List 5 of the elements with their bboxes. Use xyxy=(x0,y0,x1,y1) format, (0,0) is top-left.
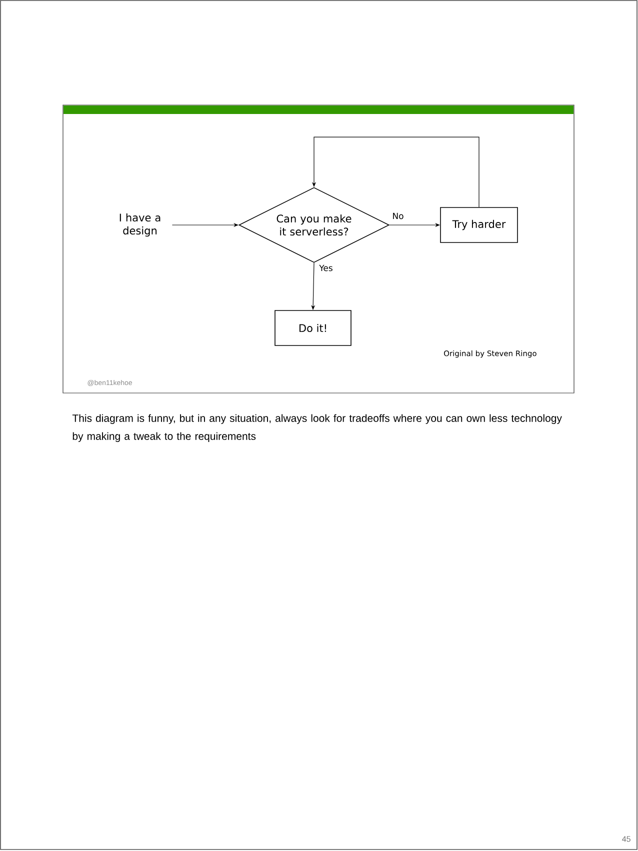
start-label: I have a design xyxy=(120,213,160,237)
process-box: Do it! xyxy=(274,310,352,346)
caption: This diagram is funny, but in any situation, always look for tradeoffs where you can own less technology by making a tweak to the requirements xyxy=(72,414,562,442)
page-number: 45 xyxy=(622,836,630,842)
process-box: Try harder xyxy=(440,207,518,243)
